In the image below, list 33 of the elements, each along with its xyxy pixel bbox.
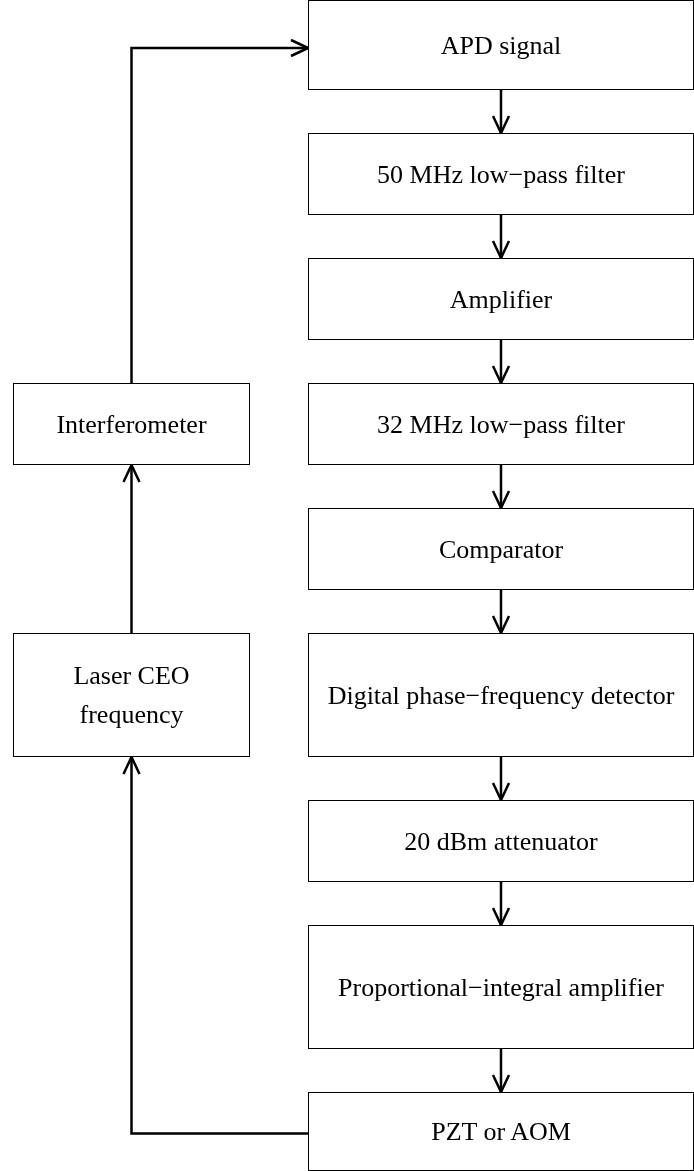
- box-label: Interferometer: [56, 408, 207, 441]
- arrow: [122, 463, 141, 633]
- box-label: Amplifier: [449, 283, 553, 316]
- arrow: [122, 755, 308, 1135]
- box-label: Proportional−integral amplifier: [338, 971, 664, 1004]
- process-box: [13, 383, 250, 465]
- box-label: 32 MHz low−pass filter: [377, 408, 625, 441]
- arrow: [491, 1049, 511, 1094]
- box-label: Digital phase−frequency detector: [327, 679, 675, 712]
- process-box: [308, 258, 694, 340]
- process-box: [308, 1092, 694, 1171]
- arrow: [130, 38, 310, 383]
- box-label: Comparator: [438, 533, 564, 566]
- box-label: Laser CEO frequency: [72, 660, 191, 731]
- box-label: PZT or AOM: [431, 1116, 571, 1148]
- box-label: 50 MHz low−pass filter: [377, 158, 625, 191]
- arrow: [491, 882, 511, 927]
- process-box: [308, 925, 694, 1049]
- box-label: APD signal: [440, 29, 562, 62]
- process-box: [308, 133, 694, 215]
- process-box: [308, 508, 694, 590]
- arrow: [491, 90, 511, 135]
- arrow: [491, 757, 511, 802]
- process-box: [308, 800, 694, 882]
- arrow: [491, 465, 511, 510]
- arrow: [491, 590, 511, 635]
- process-box: [308, 0, 694, 90]
- process-box: [308, 633, 694, 757]
- arrow: [491, 215, 511, 260]
- arrow: [491, 340, 511, 385]
- box-label: 20 dBm attenuator: [404, 825, 598, 858]
- process-box: [13, 633, 250, 757]
- process-box: [308, 383, 694, 465]
